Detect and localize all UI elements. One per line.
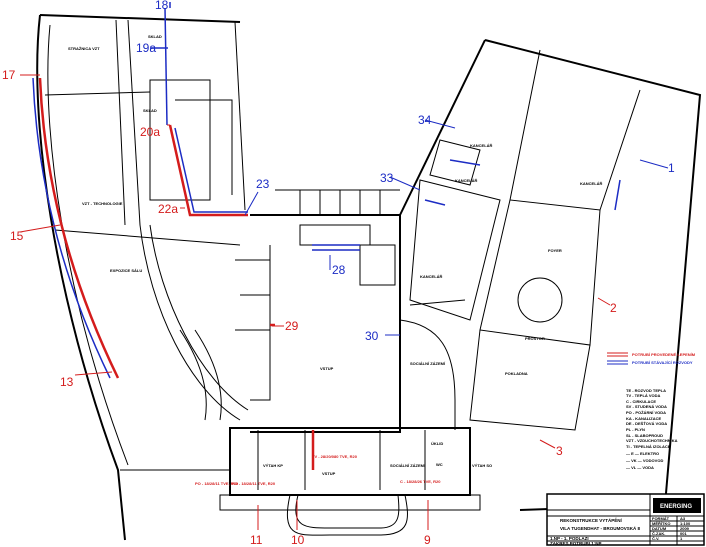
legend-item: — E — ELEKTRO [626, 451, 659, 456]
callout-28: 28 [332, 263, 346, 277]
callout-3: 3 [556, 444, 563, 458]
callout-1: 1 [668, 161, 675, 175]
tb-field: Č.V. [652, 536, 659, 541]
legend-item: DE - DEŠŤOVÁ VODA [626, 421, 667, 426]
callout-30: 30 [365, 329, 379, 343]
room-labels: STRAŽNICA VZT SKLAD SKLAD VZT - TECHNOLO… [68, 34, 603, 486]
room-19: KANCELÁŘ [420, 274, 443, 279]
room-7: PROSTOR [525, 336, 545, 341]
tb-field: A3 [680, 516, 686, 521]
room-16: KANCELÁŘ [470, 143, 493, 148]
legend-item: TI - TEPELNÁ IZOLACE [626, 444, 671, 449]
legend-item: C - CIRKULACE [626, 399, 656, 404]
tb-field: 1:100 [680, 521, 691, 526]
object-title: VILA TUGENDHAT - BROUMOVSKÁ 8 [560, 525, 640, 531]
callout-20a: 20a [140, 125, 160, 139]
legend-item: KA - KANALIZACE [626, 416, 662, 421]
bottom-block [219, 427, 481, 536]
title-block: ENERGING REKONSTRUKCE VYTÁPĚNÍ VILA TUGE… [546, 493, 705, 546]
drawing-title: ZÁKRES POTRUBÍ 1:NP [550, 539, 602, 546]
tb-field: 001 [680, 531, 687, 536]
pipe-red-routes [38, 77, 315, 470]
callout-34: 34 [418, 113, 432, 127]
room-8: VÝTAH SO [472, 463, 492, 468]
room-18: KANCELÁŘ [455, 178, 478, 183]
room-11: VSTUP [320, 366, 334, 371]
room-6: POKLADNA [505, 371, 528, 376]
legend-item: TV - TEPLÁ VODA [626, 393, 661, 398]
tb-field: DATUM [652, 526, 667, 531]
tb-field: FORMÁT [652, 516, 670, 521]
legend-item: PL - PLYN [626, 427, 645, 432]
pipe-note: TV - 28/20/080 TVE, R20 [312, 454, 358, 459]
callout-23: 23 [256, 177, 270, 191]
tb-field: MĚŘÍTKO [652, 521, 670, 526]
room-4: WC [436, 462, 443, 467]
project-title: REKONSTRUKCE VYTÁPĚNÍ [560, 516, 623, 523]
room-37: SKLAD [143, 108, 157, 113]
callout-18: 18 [155, 0, 169, 12]
left-wing [36, 14, 249, 541]
room-20: SOCIÁLNÍ ZÁZEMÍ [410, 361, 446, 366]
legend-item: PO - POŽÁRNÍ VODA [626, 410, 666, 415]
callout-2: 2 [610, 301, 617, 315]
pipe-note: PO - 18/28/11 TVE, R20 [195, 481, 239, 486]
legend-item: TE - ROZVOD TEPLA [626, 388, 666, 393]
callout-33: 33 [380, 171, 394, 185]
room-33: STRAŽNICA VZT [68, 46, 100, 51]
room-29: EXPOZICE SÁLU [110, 268, 142, 273]
room-3: ÚKLID [431, 441, 443, 446]
legend-blue-line: POTRUBÍ STÁVAJÍCÍ ROZVODY [632, 360, 693, 365]
legend-item: SL - SLABOPROUD [626, 433, 663, 438]
callout-10: 10 [291, 533, 305, 547]
callout-labels: 17 15 13 20a 22a 29 2 3 11 10 9 18 19a 2… [2, 0, 675, 547]
pipe-blue-routes [32, 7, 621, 379]
room-9: KANCELÁŘ [580, 181, 603, 186]
company-logo: ENERGING [660, 504, 692, 510]
callout-11: 11 [250, 533, 263, 547]
pipe-note: PO - 18/28/11 TVE, R20 [232, 481, 276, 486]
room-31: VZT - TECHNOLOGIE [82, 201, 123, 206]
callout-29: 29 [285, 319, 299, 333]
room-2: SOCIÁLNÍ ZÁZEMÍ [390, 463, 426, 468]
callout-15: 15 [10, 229, 24, 243]
callout-17: 17 [2, 68, 16, 82]
room-36: SKLAD [148, 34, 162, 39]
callout-19a: 19a [136, 41, 156, 55]
legend: POTRUBÍ PROVEDENÉ LEPENÍM POTRUBÍ STÁVAJ… [607, 352, 696, 470]
legend-item: — VL — VODA [626, 465, 654, 470]
legend-item: VZT - VZDUCHOTECHNIKA [626, 438, 678, 443]
room-5: FOYER [548, 248, 562, 253]
callout-22a: 22a [158, 202, 178, 216]
room-35: VÝTAH KP [263, 463, 283, 468]
leader-lines [19, 2, 669, 530]
legend-red-line: POTRUBÍ PROVEDENÉ LEPENÍM [632, 352, 696, 357]
floor-label: 1.NP - 1. PODLAŽÍ [550, 534, 589, 541]
tb-field: Č.ZAK. [652, 531, 665, 536]
tb-field: 1 [680, 536, 683, 541]
legend-item: SV - STUDENÁ VODA [626, 404, 667, 409]
tb-field: 2009 [680, 526, 690, 531]
legend-item: — VK — VODOVOD [626, 458, 663, 463]
callout-9: 9 [424, 533, 431, 547]
room-1: VSTUP [322, 471, 336, 476]
pipe-note: C - 18/28/26 TVE, R20 [400, 479, 441, 484]
central-block [235, 189, 466, 433]
callout-13: 13 [60, 375, 74, 389]
